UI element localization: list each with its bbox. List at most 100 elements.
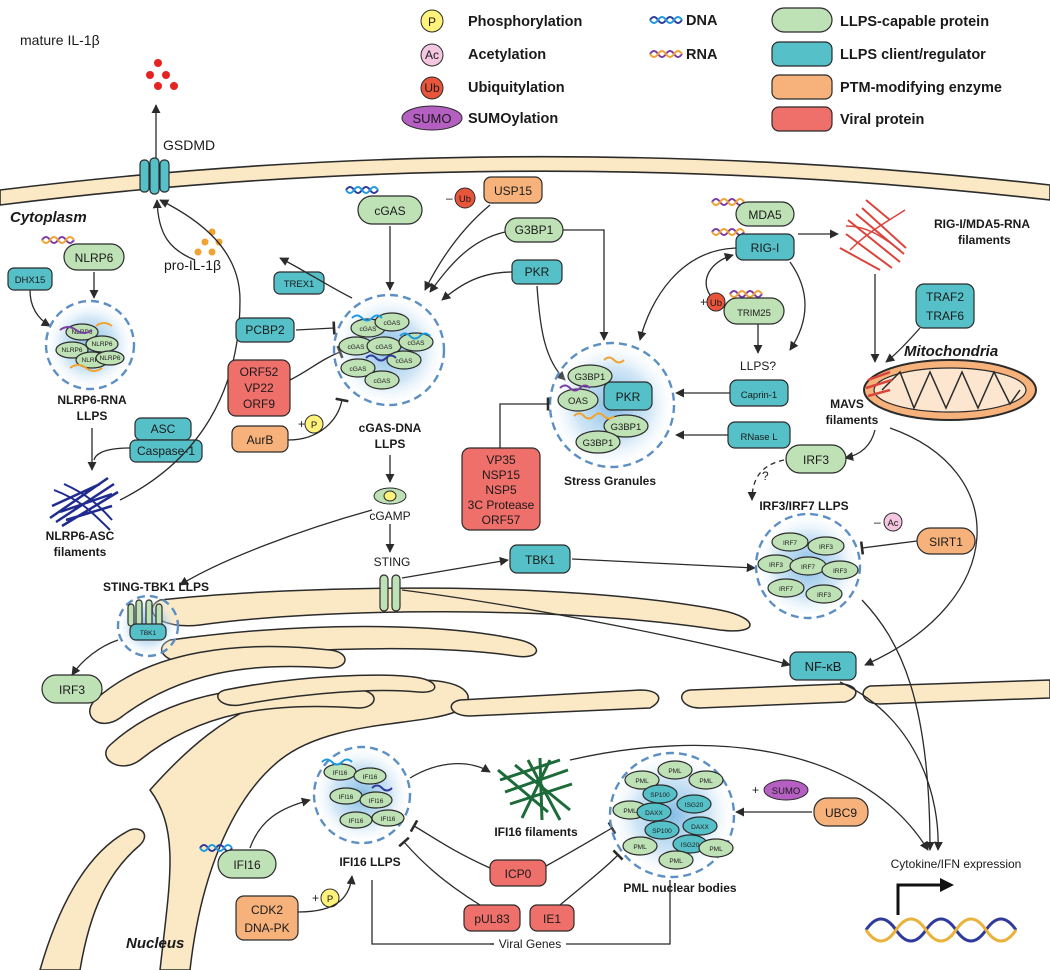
mitochondria-label: Mitochondria [904,343,998,360]
ifi16-pathway: IFI16 IFI16 IFI16 IFI16 IFI16 IFI16 IFI1… [199,744,929,953]
ifi16-filaments-label: IFI16 filaments [494,825,578,839]
viral-sg-inhibitors [461,447,541,531]
acetylation-symbol: Ac [425,48,439,62]
pml-body-protein-label-7: DAXX [691,824,709,831]
cgamp-molecule [373,487,407,505]
orf9-label: ORF9 [243,397,275,411]
nlrp6-rna-llps-label-2: LLPS [77,409,108,423]
ubiquitin-icon [706,292,726,312]
gsdmd-label: GSDMD [163,137,215,153]
svg-text:IRF3: IRF3 [819,544,833,551]
rig-i-label: RIG-I [751,241,780,255]
rna-strand-icon [729,290,763,298]
svg-text:IRF7: IRF7 [783,540,797,547]
legend-label-viral-protein: Viral protein [840,112,924,128]
pml-body-protein-label-11: PML [669,858,683,865]
svg-text:cGAS: cGAS [396,358,414,365]
pml-body-protein-12 [698,838,734,858]
legend-phosphorylation: P Phosphorylation [420,9,582,33]
sting-tbk1-cluster: TBK1 [127,599,167,641]
nfkb-label: NF-κB [805,659,842,674]
viral-cgas-inhibitors [227,359,291,417]
tbk1-label: TBK1 [525,553,555,567]
usp15-protein [483,176,543,204]
svg-text:IRF7: IRF7 [779,586,793,593]
svg-text:IFI16: IFI16 [369,798,384,805]
svg-text:G3BP1: G3BP1 [611,422,642,433]
cdk2-label: CDK2 [251,903,283,917]
ifi16-llps-label: IFI16 LLPS [339,855,400,869]
cgas-dna-llps-label: cGAS-DNA [359,421,422,435]
nfkb: NF-κB [789,651,943,851]
gene-promoter-arrow-icon [896,878,954,915]
pcbp2-protein [235,317,295,343]
viral-protein-swatch [771,106,833,132]
pul83-label: pUL83 [474,912,510,926]
svg-text:IFI16: IFI16 [349,818,364,825]
svg-text:Ac: Ac [887,518,898,529]
svg-text:P: P [327,894,333,905]
svg-text:cGAS: cGAS [350,366,368,373]
legend-label-ptm-enzyme: PTM-modifying enzyme [840,80,1002,96]
viral-sg-inhibitor-3: 3C Protease [468,498,535,512]
legend-ubiquitylation: Ub Ubiquitylation [420,76,565,100]
legend-label-phosphorylation: Phosphorylation [468,14,582,30]
pml-cluster: PMLPMLPMLSP100PMLISG20DAXXDAXXSP100ISG20… [612,760,734,870]
cytokine-ifn-label: Cytokine/IFN expression [891,857,1022,871]
nlrp6-cluster: NLRP6 NLRP6 NLRP6 NLRP6 NLRP6 [55,322,125,372]
llps-client-swatch [771,41,833,67]
rna-strand-icon [649,50,683,58]
svg-text:IFI16: IFI16 [363,774,378,781]
viral-sg-inhibitor-1: NSP15 [482,468,520,482]
legend-label-acetylation: Acetylation [468,47,546,63]
sting-dimer [379,574,401,612]
svg-text:cGAS: cGAS [348,344,366,351]
legend-ptm-enzyme: PTM-modifying enzyme [771,74,1002,100]
cgamp-label: cGAMP [369,509,410,523]
svg-text:–: – [874,515,881,529]
orf52-label: ORF52 [240,365,279,379]
aurb-protein [231,425,289,453]
ifi16-label: IFI16 [233,858,261,872]
plasma-membrane [0,155,1050,206]
traf6-label: TRAF6 [926,309,964,323]
rlr-filaments-label-2: filaments [958,233,1011,247]
ubc9-label: UBC9 [825,806,857,820]
svg-text:+: + [700,295,707,309]
irf-cluster: IRF7 IRF3 IRF3 IRF7 IRF3 IRF7 IRF3 [757,532,859,604]
pml-body-protein-6 [636,802,672,822]
pml-body-protein-label-0: PML [635,778,649,785]
nlrp6-label: NLRP6 [75,251,114,265]
ifi16-protein [217,849,277,879]
legend-label-llps-capable: LLPS-capable protein [840,14,989,30]
svg-text:Ub: Ub [459,194,471,205]
nlrp6-asc-filaments-label: NLRP6-ASC [46,529,115,543]
svg-text:NLRP6: NLRP6 [100,355,121,362]
phosphate-icon [304,414,324,434]
ubc9-protein [813,797,869,827]
icp0-label: ICP0 [505,867,532,881]
mature-il1b-label: mature IL-1β [20,32,100,48]
pml-body-protein-label-6: DAXX [645,810,663,817]
rna-strand-icon [711,198,745,206]
svg-text:+: + [752,783,759,797]
caspase1-label: Caspase-1 [137,444,195,458]
irf3-label-right: IRF3 [803,453,829,467]
ie1-label: IE1 [543,912,561,926]
rnasel-label: RNase L [741,432,778,443]
pml-body-protein-label-4: PML [623,808,637,815]
acetyl-icon [883,512,903,532]
vp22-label: VP22 [244,381,274,395]
filament-bundle-icon [49,476,119,531]
mavs-label: MAVS [830,397,864,411]
nlrp6-asc-filaments-label-2: filaments [54,545,107,559]
tbk1-protein [509,544,571,574]
svg-text:IRF7: IRF7 [801,564,815,571]
pml-bodies-label: PML nuclear bodies [623,881,736,895]
svg-text:IRF3: IRF3 [769,562,783,569]
traf2-traf6-proteins [915,283,975,329]
svg-text:IFI16: IFI16 [381,816,396,823]
svg-text:G3BP1: G3BP1 [575,372,606,383]
